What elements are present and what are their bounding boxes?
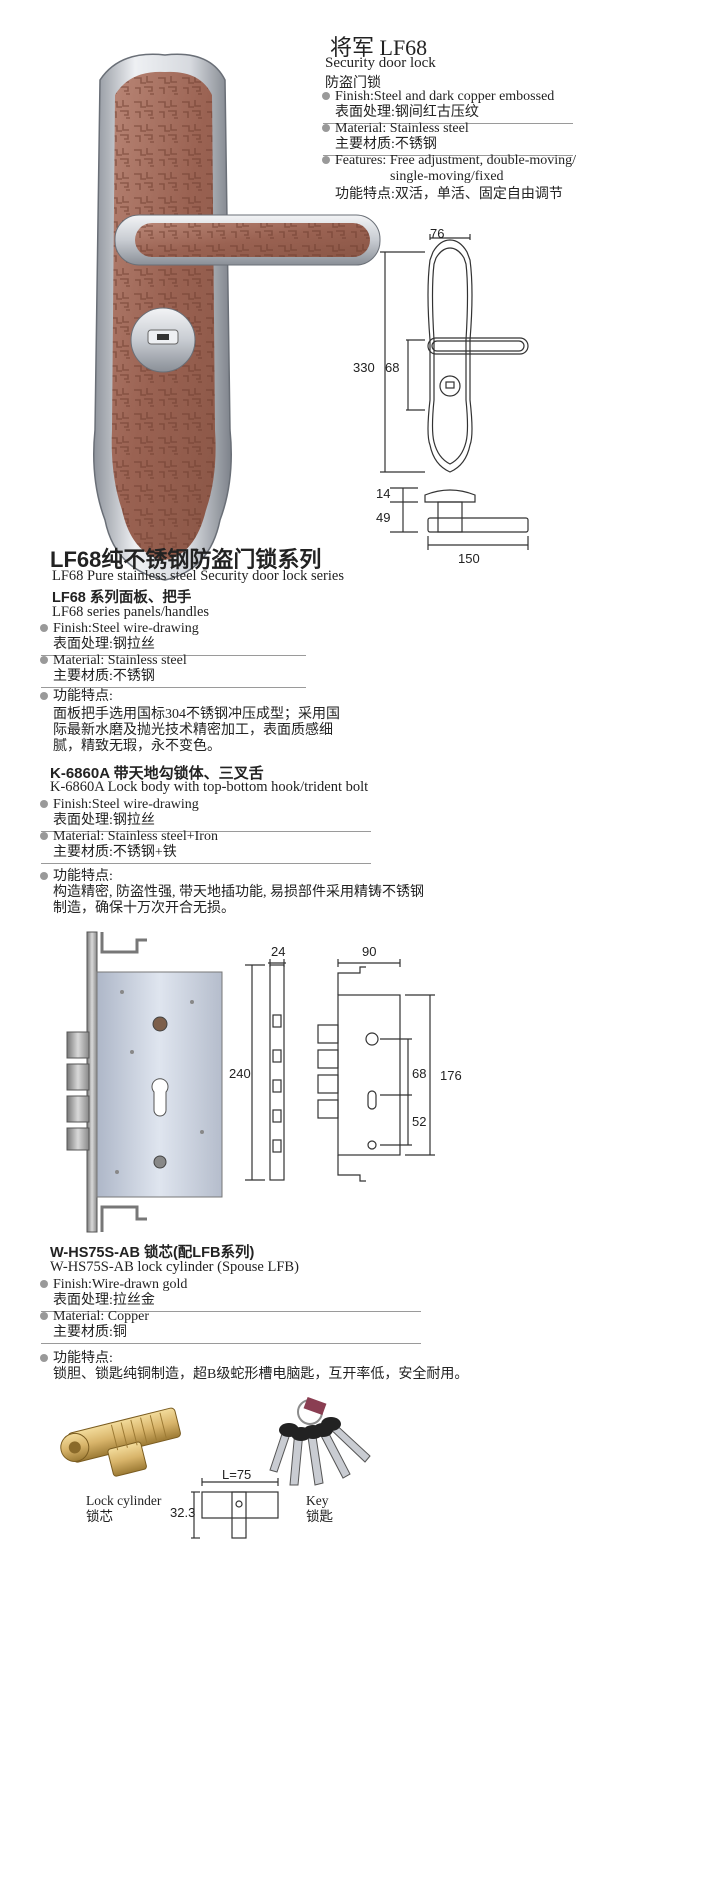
spec-features: Features: Free adjustment, double-moving…: [322, 152, 576, 170]
dim-cylinder-height: 32.3: [170, 1505, 196, 1520]
cylinder-material: Material: Copper: [40, 1308, 149, 1326]
lockbody-finish-cn: 表面处理:钢拉丝: [53, 813, 155, 828]
lock-body-photo: [66, 931, 223, 1233]
lockbody-finish: Finish:Steel wire-drawing: [40, 796, 199, 814]
lockbody-features-line1: 构造精密, 防盗性强, 带天地插功能, 易损部件采用精铸不锈钢: [53, 885, 424, 900]
bullet-icon: [40, 832, 48, 840]
dim-cylinder-length: L=75: [222, 1467, 252, 1482]
product-subtitle-en: Security door lock: [325, 55, 436, 71]
lockbody-features-line2: 制造，确保十万次开合无损。: [53, 901, 235, 916]
divider: [41, 687, 306, 688]
bullet-icon: [40, 1354, 48, 1362]
divider: [41, 1311, 421, 1312]
series-title: LF68纯不锈钢防盗门锁系列: [50, 547, 322, 572]
bullet-icon: [40, 800, 48, 808]
bullet-icon: [40, 624, 48, 632]
lockbody-material-cn: 主要材质:不锈钢+铁: [53, 845, 177, 860]
lock-cylinder-photo: [60, 1407, 181, 1477]
series-material-cn: 主要材质:不锈钢: [53, 669, 155, 684]
cylinder-finish-cn: 表面处理:拉丝金: [53, 1293, 155, 1308]
dim-faceplate-height: 240: [229, 1066, 251, 1081]
series-finish-cn: 表面处理:钢拉丝: [53, 637, 155, 652]
lockbody-spec-list: Finish:Steel wire-drawing 表面处理:钢拉丝 Mater…: [40, 796, 424, 916]
top-spec-list: Finish:Steel and dark copper embossed 表面…: [322, 88, 576, 202]
series-spec-list: Finish:Steel wire-drawing 表面处理:钢拉丝 Mater…: [40, 620, 343, 754]
cylinder-spec-list: Finish:Wire-drawn gold 表面处理:拉丝金 Material…: [40, 1276, 468, 1382]
dim-faceplate-width: 24: [271, 944, 286, 959]
dim-spindle-distance: 68: [412, 1066, 427, 1081]
dim-handle: 68: [385, 360, 400, 375]
bullet-icon: [322, 156, 330, 164]
divider: [41, 863, 371, 864]
divider: [41, 831, 371, 832]
lock-cylinder-technical-drawing: [191, 1478, 279, 1539]
lock-handle-photo: [93, 53, 381, 581]
dim-width: 76: [430, 226, 445, 241]
lockbody-title-en: K-6860A Lock body with top-bottom hook/t…: [50, 779, 369, 795]
lock-body-technical-drawing: [245, 959, 435, 1182]
spec-material-cn: 主要材质:不锈钢: [335, 137, 437, 152]
caption-cylinder-en: Lock cylinder: [86, 1493, 162, 1508]
cylinder-finish: Finish:Wire-drawn gold: [40, 1276, 187, 1294]
keys-photo: [269, 1396, 371, 1486]
spec-features-2: single-moving/fixed: [390, 169, 504, 184]
bullet-icon: [40, 656, 48, 664]
spec-features-cn: 功能特点:双活，单活、固定自由调节: [335, 187, 563, 202]
cylinder-features-label: 功能特点:: [40, 1350, 113, 1368]
lockbody-title: K-6860A 带天地勾锁体、三叉舌: [50, 765, 264, 782]
series-finish: Finish:Steel wire-drawing: [40, 620, 199, 638]
lockbody-material: Material: Stainless steel+Iron: [40, 828, 218, 846]
product-subtitle-cn: 防盗门锁: [325, 76, 381, 91]
cylinder-material-cn: 主要材质:铜: [53, 1325, 127, 1340]
cylinder-features-line: 锁胆、锁匙纯铜制造，超B级蛇形槽电脑匙，互开率低，安全耐用。: [53, 1367, 469, 1382]
dim-body-width: 90: [362, 944, 377, 959]
bullet-icon: [40, 1312, 48, 1320]
spec-finish-cn: 表面处理:钢间红古压纹: [335, 105, 479, 120]
dim-body-height: 176: [440, 1068, 462, 1083]
product-title: 将军 LF68: [330, 35, 428, 60]
dim-cylinder-distance: 52: [412, 1114, 427, 1129]
spec-material: Material: Stainless steel: [322, 120, 469, 138]
series-features-label: 功能特点:: [40, 688, 113, 706]
series-features-line1: 面板把手选用国标304不锈钢冲压成型；采用国: [53, 707, 340, 722]
lockbody-features-label: 功能特点:: [40, 868, 113, 886]
panel-title-en: LF68 series panels/handles: [52, 604, 210, 620]
divider: [41, 1343, 421, 1344]
caption-key-en: Key: [306, 1493, 329, 1508]
bullet-icon: [40, 1280, 48, 1288]
caption-cylinder-cn: 锁芯: [86, 1509, 113, 1524]
dim-length: 150: [458, 551, 480, 566]
bullet-icon: [40, 692, 48, 700]
bullet-icon: [40, 872, 48, 880]
cylinder-title-en: W-HS75S-AB lock cylinder (Spouse LFB): [50, 1259, 299, 1275]
bullet-icon: [322, 124, 330, 132]
spec-finish: Finish:Steel and dark copper embossed: [322, 88, 554, 106]
divider: [323, 123, 573, 124]
caption-key-cn: 锁匙: [306, 1509, 333, 1524]
cylinder-title: W-HS75S-AB 锁芯(配LFB系列): [50, 1245, 255, 1261]
dim-height: 330: [353, 360, 375, 375]
series-title-en: LF68 Pure stainless steel Security door …: [52, 568, 344, 584]
divider: [41, 655, 306, 656]
handle-technical-drawing: [380, 234, 529, 550]
dim-depth1: 14: [376, 486, 391, 501]
panel-title: LF68 系列面板、把手: [52, 590, 192, 606]
series-material: Material: Stainless steel: [40, 652, 187, 670]
series-features-line2: 际最新水磨及抛光技术精密加工，表面质感细: [53, 723, 333, 738]
bullet-icon: [322, 92, 330, 100]
divider: [323, 155, 573, 156]
dim-depth2: 49: [376, 510, 391, 525]
series-features-line3: 腻，精致无瑕，永不变色。: [53, 739, 221, 754]
